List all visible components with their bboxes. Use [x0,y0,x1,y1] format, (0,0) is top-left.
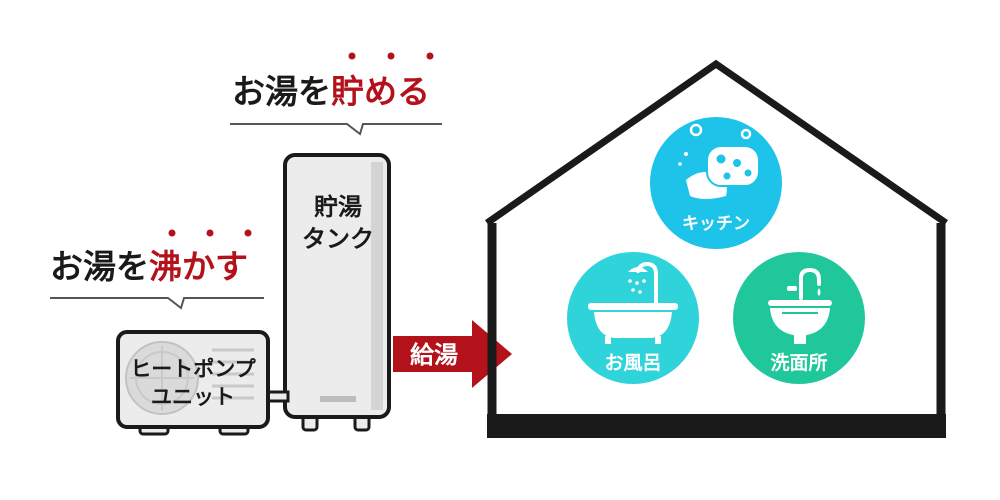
heading-boil-prefix: お湯を [50,247,149,286]
heading-boil-group: お湯を沸かす [50,229,264,310]
faucet-sink-icon [768,267,832,344]
tank-label-line1: 貯湯 [314,193,362,221]
speech-underline [50,297,264,310]
heading-store-group: お湯を貯める [230,52,442,136]
supply-arrow-label: 給湯 [410,341,458,369]
emphasis-dot [244,229,252,237]
washroom-label: 洗面所 [770,351,827,374]
supply-arrow: 給湯 [393,320,512,388]
heading-store-emphasis: 貯める [331,72,430,111]
emphasis-dot [426,52,434,60]
emphasis-dot [348,52,356,60]
tank-body [283,153,391,419]
bathtub-icon [588,261,678,344]
tank-vent [320,396,356,402]
svg-text:お湯を貯める: お湯を貯める [232,72,430,111]
house [485,59,948,438]
emphasis-dot [387,52,395,60]
bath-label: お風呂 [604,352,661,374]
emphasis-dot [206,229,214,237]
washroom-use: 洗面所 [733,252,865,384]
heading-boil-emphasis: 沸かす [149,247,248,286]
heading-store-prefix: お湯を [232,72,331,111]
house-floor [487,414,946,438]
storage-tank: 貯湯 タンク [283,153,391,432]
tank-label-line2: タンク [302,225,374,253]
vent-grille [212,348,254,400]
svg-text:お湯を沸かす: お湯を沸かす [50,247,248,286]
heat-pump-unit: ヒートポンプ ユニット [116,330,270,436]
kitchen-label: キッチン [682,214,750,234]
tank-shade [371,162,383,410]
heat-pump-label-line1: ヒートポンプ [130,357,256,381]
house-roof [485,59,948,226]
emphasis-dot [168,229,176,237]
kitchen-use: キッチン [650,117,782,249]
fan-icon [125,341,199,415]
supply-arrow-shape [393,320,512,388]
bath-use: お風呂 [567,252,699,384]
speech-underline [230,123,442,136]
sponge-icon [678,123,760,199]
heat-pump-label-line2: ユニット [151,385,235,409]
